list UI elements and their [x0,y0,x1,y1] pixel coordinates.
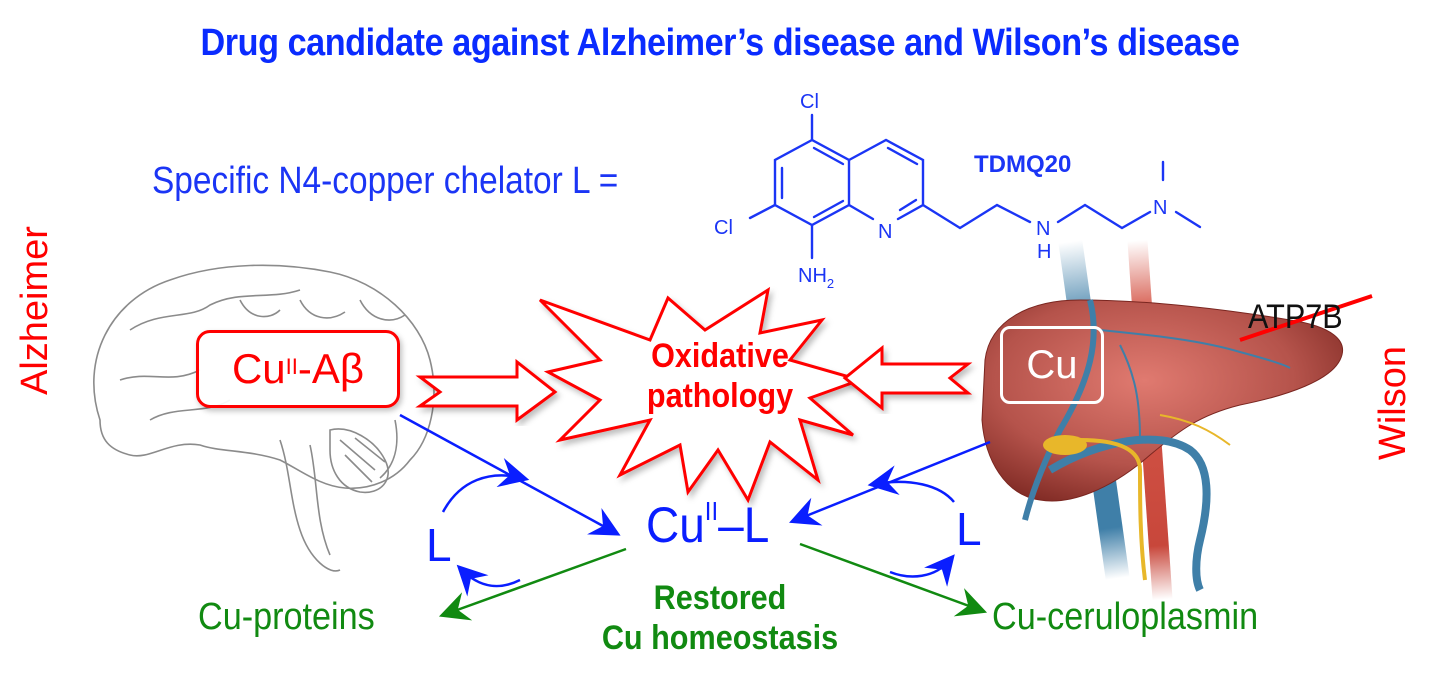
curve-l-left-top [441,458,530,513]
cu-abeta-base: Cu [231,345,286,392]
arrow-left-to-burst [415,358,558,423]
outcome-line-2: Cu homeostasis [601,619,839,657]
atom-nh-n: N [1036,218,1050,240]
burst-line-1: Oxidative [651,337,789,375]
outcome-line-1: Restored [653,579,787,617]
ligand-right: L [956,503,982,555]
cu-l-tail: –L [718,497,770,553]
atom-n-dimethyl: N [1153,197,1167,219]
atom-nh2: NH2 [798,265,834,291]
burst-line-2: pathology [646,377,794,415]
brain-illustration [93,264,435,572]
molecule-bonds [748,113,1202,260]
ligand-left: L [426,519,452,571]
oxidative-burst-shape [538,286,865,504]
atom-cl-left: Cl [714,217,733,239]
compound-name: TDMQ20 [974,151,1071,178]
atom-nh-h: H [1037,241,1051,263]
atom-cl-top: Cl [800,91,819,113]
restored-homeostasis-label: Restored Cu homeostasis [576,578,864,658]
diagram-title: Drug candidate against Alzheimer’s disea… [200,22,1240,64]
cu-l-base: Cu [646,497,705,553]
cu-abeta-ox-state: II [285,354,298,379]
arrow-right-to-burst [842,344,973,412]
wilson-label: Wilson [1372,345,1414,460]
chelator-label: Specific N4-copper chelator L = [152,160,619,202]
oxidative-pathology-label: Oxidative pathology [612,336,828,416]
atom-nh2-main: NH [798,265,827,287]
atom-nh2-sub: 2 [827,276,834,291]
curve-l-right-bottom [889,554,955,587]
alzheimer-label: Alzheimer [14,226,56,395]
atp7b-gene-label: ATP7B [1248,298,1343,336]
cu-abeta-tail: -Aβ [297,345,365,392]
curve-l-right-top [867,465,955,503]
cu-l-complex: CuII–L [646,496,769,554]
cu-l-ox-state: II [704,496,719,527]
liver-illustration [981,239,1343,601]
cu-ceruloplasmin-label: Cu-ceruloplasmin [992,596,1259,638]
cu-proteins-label: Cu-proteins [198,596,375,638]
arrow-cul-to-cuproteins [438,547,627,621]
curve-l-left-bottom [456,564,521,597]
arrow-cul-to-ceruloplasmin [799,542,988,617]
liver-cu-box: Cu [1000,326,1104,404]
atom-n-ring: N [878,221,892,243]
atp7b-strike [1239,294,1373,342]
